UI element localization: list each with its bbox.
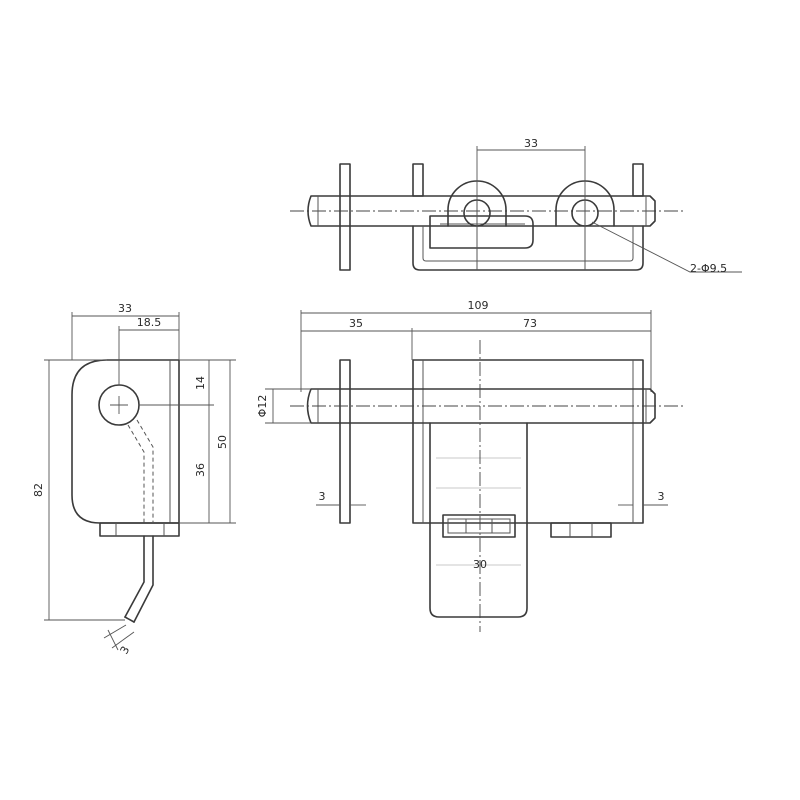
front-left-plate	[339, 359, 351, 524]
dim-top-spacing: 33	[524, 137, 538, 150]
top-bracket-plate-right-upper	[632, 163, 644, 197]
dim-pin-diameter: Φ12	[256, 395, 269, 418]
dim-overall-length: 109	[468, 299, 489, 312]
top-bracket-plate-left-upper	[412, 163, 424, 197]
dim-top-hole: 2-Φ9.5	[690, 262, 727, 275]
dim-side-rod-thickness: 3	[118, 644, 133, 657]
top-left-plate	[339, 163, 351, 271]
side-bottom-lip	[99, 522, 180, 537]
front-view: 109 35 73 Φ12 30	[256, 299, 683, 632]
dim-side-top-offset: 14	[194, 376, 207, 390]
dim-side-bracket-height: 50	[216, 435, 229, 449]
top-handle-plate	[429, 215, 534, 249]
dim-left-plate-thickness: 3	[319, 490, 326, 503]
side-view: 33 18.5 82 14 36 50 3	[32, 302, 236, 657]
front-slot-left	[442, 514, 516, 538]
dim-handle-width: 30	[473, 558, 487, 571]
dim-side-width: 33	[118, 302, 132, 315]
side-body	[71, 359, 180, 524]
dim-right-plate-thickness: 3	[658, 490, 665, 503]
side-rod-left	[124, 535, 145, 618]
front-slot-right	[550, 522, 612, 538]
dim-side-lower: 36	[194, 463, 207, 477]
dim-side-hole-offset: 18.5	[137, 316, 162, 329]
dim-side-height: 82	[32, 483, 45, 497]
side-rod-right	[133, 535, 154, 623]
top-u-bracket	[412, 225, 644, 271]
dim-right-section: 73	[523, 317, 537, 330]
front-bracket-body	[412, 359, 644, 524]
front-handle	[429, 422, 528, 618]
dim-left-section: 35	[349, 317, 363, 330]
top-pin	[307, 195, 656, 227]
top-view: 33 2-Φ9.5	[290, 137, 742, 275]
